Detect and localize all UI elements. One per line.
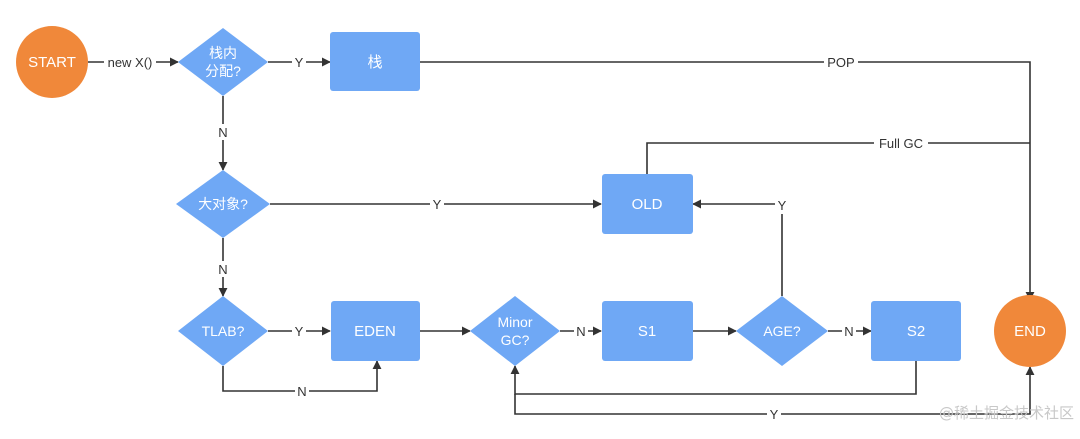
s2-node: S2 [871,301,961,361]
edge-label-bg [292,323,306,340]
edge-label-bg [295,383,309,399]
minor-gc-label-line2: GC? [501,332,530,348]
edge-label-minor-no: N [576,324,585,339]
edge-label-stack-no: N [218,125,227,140]
big-object-decision: 大对象? [176,170,270,238]
old-label: OLD [632,196,663,213]
edge-old-full-gc [646,142,1030,174]
edge-label-bg [824,53,858,71]
edge-label-pop: POP [827,55,854,70]
end-node: END [994,295,1066,367]
edge-label-age-no: N [844,324,853,339]
edge-age-yes [692,199,783,296]
eden-label: EDEN [354,323,396,340]
edge-label-big-yes: Y [433,197,442,212]
watermark: @稀土掘金技术社区 [939,404,1074,422]
edge-label-bg [842,323,856,340]
edge-label-tlab-yes: Y [295,324,304,339]
edge-label-bg [775,197,789,214]
tlab-decision: TLAB? [178,296,268,366]
stack-label: 栈 [367,54,382,71]
old-node: OLD [602,174,693,234]
end-label: END [1014,323,1046,340]
stack-alloc-label-line1: 栈内 [209,45,237,61]
s1-label: S1 [638,323,656,340]
minor-gc-decision: Minor GC? [470,296,560,366]
edge-label-stack-yes: Y [295,55,304,70]
edge-label-bg [574,323,588,340]
edge-label-bg [767,406,781,423]
edge-label-age-yes: Y [778,198,787,213]
stack-alloc-label-line2: 分配? [205,63,241,79]
edge-label-full-gc: Full GC [879,136,923,151]
edge-label-s2-back: Y [770,407,779,422]
edge-label-bg [430,196,444,213]
edge-label-bg [874,135,928,152]
eden-node: EDEN [331,301,420,361]
tlab-label: TLAB? [202,323,245,339]
edge-label-bg [104,53,156,71]
minor-gc-label-line1: Minor [497,314,532,330]
edge-label-bg [216,261,230,277]
start-node: START [16,26,88,98]
big-object-label: 大对象? [198,196,248,212]
age-label: AGE? [763,323,801,339]
edge-s2-back-to-minor-gc [510,361,917,395]
s2-label: S2 [907,323,925,340]
edge-label-bg [216,124,230,140]
stack-node: 栈 [330,32,420,91]
stack-alloc-decision: 栈内 分配? [178,28,268,96]
edge-label-new-x: new X() [108,55,153,70]
edge-label-tlab-no: N [297,384,306,399]
edge-label-big-no: N [218,262,227,277]
edge-stack-pop-to-end [420,61,1035,301]
s1-node: S1 [602,301,693,361]
edge-label-bg [292,53,306,71]
age-decision: AGE? [736,296,828,366]
start-label: START [28,54,76,71]
